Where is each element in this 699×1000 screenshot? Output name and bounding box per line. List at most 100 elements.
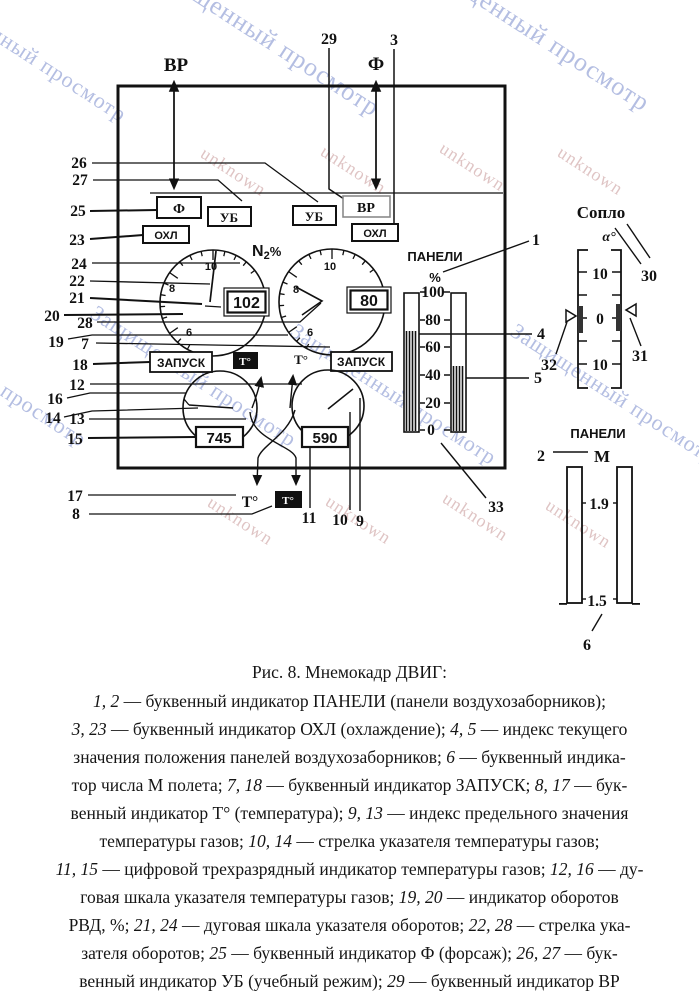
callout-line-28	[97, 302, 322, 323]
callout-5: 5	[534, 370, 542, 387]
n2-sub: 2	[264, 250, 270, 262]
callout-4: 4	[537, 326, 545, 343]
start-right-box	[330, 351, 393, 372]
caption-line: венный индикатор УБ (учебный режим); 29 …	[79, 971, 620, 991]
callout-13: 13	[69, 411, 85, 428]
ohl-right-indicator-box	[351, 223, 399, 242]
caption-line: 1, 2 — буквенный индикатор ПАНЕЛИ (панел…	[93, 691, 606, 711]
letter-indicators: Ф УБ УБ ВР ОХЛ ОХЛ	[142, 195, 399, 244]
callout-line-32	[555, 321, 568, 355]
callout-line-31	[629, 317, 642, 347]
rpm-left-needle	[209, 250, 217, 303]
callout-line-21	[89, 297, 203, 305]
callout-line-30a	[614, 227, 642, 265]
callout-23: 23	[69, 232, 85, 249]
callout-line-26	[92, 162, 319, 203]
callout-25: 25	[70, 203, 86, 220]
callout-26: 26	[71, 155, 87, 172]
nozzle-title: Сопло	[577, 203, 626, 222]
panels-m-left-bar	[566, 466, 583, 604]
callout-line-8	[89, 505, 273, 515]
callout-line-18	[92, 361, 151, 365]
caption-line: значения положения панелей воздухозаборн…	[73, 747, 626, 767]
temp-bottom-indicator-box	[275, 491, 302, 508]
panels-m-label: М	[594, 447, 610, 466]
caption-line: 11, 15 — цифровой трехразрядный индикато…	[55, 859, 644, 879]
callout-21: 21	[69, 290, 85, 307]
dvig-diagram: ВР Ф 29 3 Ф УБ УБ ВР ОХЛ ОХЛ N2%	[44, 31, 657, 654]
temp-right-indicator-label: Т°	[294, 352, 308, 367]
ub-left-indicator-box	[207, 206, 252, 227]
callout-line-27	[93, 179, 243, 202]
display-frame	[116, 84, 507, 470]
callout-line-20	[63, 313, 184, 316]
caption-line: РВД, %; 21, 24 — дуговая шкала указателя…	[68, 915, 631, 935]
n2-pct: %	[270, 244, 282, 259]
panels-pct-80: 80	[425, 312, 441, 329]
vr-top-label: ВР	[164, 55, 189, 76]
callout-12: 12	[69, 377, 85, 394]
f-indicator-label: Ф	[173, 202, 185, 217]
left-callout-numbers: 26 27 25 23 24 22 21 20 28 19 7 18 12 16…	[44, 155, 93, 523]
rpm-left-readout-box	[226, 290, 267, 314]
ohl-left-indicator-label: ОХЛ	[154, 230, 177, 242]
rpm-right-scale-8: 8	[293, 284, 299, 296]
temp-left-readout-value: 745	[206, 430, 231, 447]
callout-7: 7	[81, 336, 89, 353]
nozzle-left-pointer	[565, 308, 578, 324]
temp-left-connector-up	[251, 375, 265, 409]
ohl-right-indicator-label: ОХЛ	[363, 228, 386, 240]
panels-m-value-15: 1.5	[587, 593, 607, 610]
rpm-right-readout-box	[349, 289, 389, 311]
panels-percent-scale: ПАНЕЛИ % 100 80 60 40	[403, 249, 467, 439]
temp-bottom-label: Т°	[242, 494, 259, 511]
nozzle-alpha-label: α°	[602, 230, 616, 245]
n2-percent-label: N2%	[252, 243, 282, 262]
callout-line-30b	[626, 223, 651, 259]
nozzle-tick-0: 0	[596, 311, 604, 328]
ohl-left-indicator-box	[142, 225, 190, 244]
callout-32: 32	[541, 357, 557, 374]
panels-pct-title: ПАНЕЛИ	[407, 249, 462, 264]
callout-line-6	[591, 613, 603, 632]
left-callout-lines	[63, 162, 331, 515]
callout-line-19	[67, 334, 288, 340]
rpm-left-scale-6: 6	[186, 327, 192, 339]
temp-right-connector-up	[287, 373, 298, 409]
panels-pct-20: 20	[425, 395, 441, 412]
callout-line-25	[89, 209, 158, 212]
callout-line-23	[89, 234, 144, 240]
callout-10: 10	[332, 512, 348, 529]
panels-m-value-19: 1.9	[589, 496, 609, 513]
callout-line-29	[328, 48, 345, 200]
temp-connector-down-left	[252, 409, 296, 487]
callout-30: 30	[641, 268, 657, 285]
callout-line-15	[87, 436, 197, 439]
rpm-left-needle-hub	[204, 305, 222, 308]
callout-14: 14	[45, 410, 61, 427]
callout-line-16	[66, 392, 186, 399]
vr-indicator-label: ВР	[357, 201, 375, 216]
f-top-label: Ф	[368, 54, 384, 75]
panels-pct-40: 40	[425, 367, 441, 384]
nozzle-tick-10-bottom: 10	[592, 357, 608, 374]
callout-9: 9	[356, 513, 364, 530]
panels-left-bar-fill	[405, 331, 417, 431]
rpm-left-scale-8: 8	[169, 283, 175, 295]
temp-right-needle	[327, 388, 354, 410]
callout-15: 15	[67, 431, 83, 448]
callout-line-1	[442, 240, 530, 273]
callout-31: 31	[632, 348, 648, 365]
nozzle-left-index	[578, 306, 583, 333]
rpm-right-scale-6: 6	[307, 327, 313, 339]
callout-line-22	[89, 280, 211, 285]
temp-left-needle-tip	[183, 398, 190, 406]
rpm-right-needle	[295, 286, 324, 316]
nozzle-right-pointer	[624, 302, 637, 318]
panels-m-right-bar	[616, 466, 633, 604]
caption-line: температуры газов; 10, 14 — стрелка указ…	[99, 831, 600, 851]
panels-pct-tickmarks	[420, 291, 450, 431]
callout-1: 1	[532, 232, 540, 249]
rpm-left-ticks	[160, 250, 256, 350]
